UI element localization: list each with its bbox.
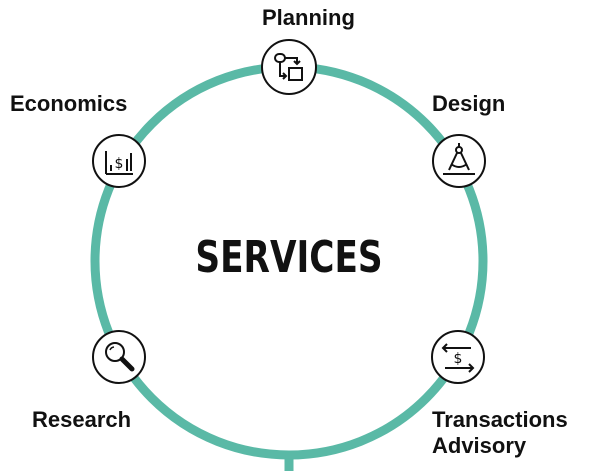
label-planning: Planning bbox=[262, 5, 355, 30]
label-advisory-line: Advisory bbox=[432, 433, 527, 459]
center-title: SERVICES bbox=[195, 232, 383, 283]
magnifier-icon bbox=[92, 330, 146, 384]
label-research: Research bbox=[32, 407, 132, 432]
label-transactions-line: Transactions bbox=[432, 407, 568, 432]
flowchart-icon bbox=[261, 39, 317, 95]
svg-text:$: $ bbox=[115, 156, 124, 172]
exchange-dollar-icon: $ bbox=[431, 330, 485, 384]
label-transactions-advisory: Transactions Advisory bbox=[432, 407, 568, 460]
label-economics: Economics bbox=[10, 91, 128, 116]
compass-icon bbox=[432, 134, 486, 188]
dollar-chart-icon: $ bbox=[92, 134, 146, 188]
svg-text:$: $ bbox=[454, 351, 463, 367]
label-design: Design bbox=[432, 91, 506, 116]
